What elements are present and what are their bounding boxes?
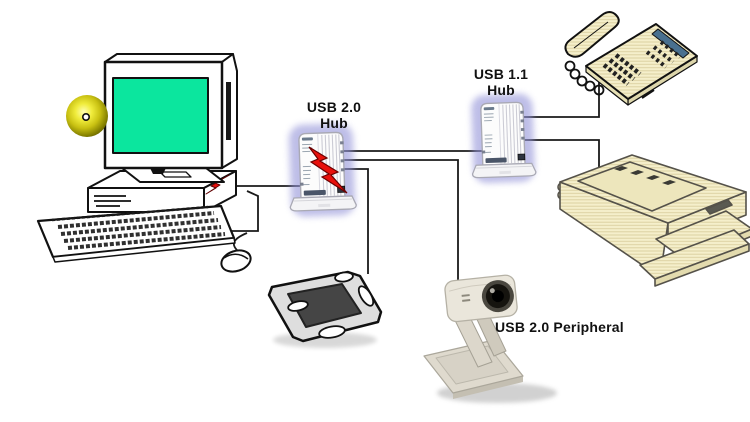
usb-1-1-hub — [470, 93, 536, 183]
printer-top-inset — [577, 161, 707, 212]
webcam — [423, 274, 557, 403]
monitor-side-vent — [226, 82, 231, 140]
webcam-vents — [461, 294, 471, 302]
phone-button-bank — [645, 40, 682, 69]
crt-monitor — [103, 53, 238, 170]
phone-cord — [564, 60, 605, 96]
usb20-hub-label-line2: Hub — [320, 115, 348, 131]
touchpad-buttons — [287, 271, 375, 339]
cable-usb20-hub-to-webcam — [343, 159, 459, 280]
keyboard — [36, 204, 236, 263]
case-vent-lines — [94, 195, 131, 207]
high-speed-bolt-icon — [308, 146, 348, 194]
usb11-hub-label: USB 1.1 Hub — [451, 66, 551, 98]
printer-control-panel — [705, 199, 733, 215]
usb-2-0-hub — [287, 123, 356, 217]
printer — [557, 154, 750, 287]
webcam-head — [444, 274, 518, 323]
usb20-peripheral-label: USB 2.0 Peripheral — [495, 319, 624, 335]
keyboard-function-row — [51, 205, 209, 222]
webcam-base-edge — [453, 376, 523, 399]
webcam-lens — [491, 290, 504, 303]
telephone — [564, 11, 698, 106]
desktop-computer — [36, 53, 252, 273]
usb20-peripheral-label-text: USB 2.0 Peripheral — [495, 319, 624, 335]
touchpad-surface — [287, 283, 362, 328]
usb20-hub-label-line1: USB 2.0 — [306, 99, 362, 115]
phone-handset-line — [573, 21, 609, 49]
monitor-pedestal — [121, 167, 225, 183]
phone-display — [651, 28, 690, 59]
cable-usb11-hub-to-telephone — [524, 80, 600, 118]
yellow-ball — [66, 95, 108, 137]
printer-tray-lower-lip — [654, 243, 750, 287]
usb11-hub-label-line1: USB 1.1 — [473, 66, 529, 82]
monitor-neck — [150, 168, 166, 174]
cable-mouse — [233, 232, 248, 253]
keyboard-keys — [57, 211, 226, 250]
cables — [226, 80, 600, 280]
touchpad — [267, 270, 383, 348]
printer-tray-upper — [655, 210, 750, 259]
monitor-screen — [112, 77, 209, 154]
usb20-hub-label: USB 2.0 Hub — [284, 99, 384, 131]
phone-keypad — [602, 53, 642, 86]
cable-usb11-hub-to-printer — [524, 139, 600, 168]
usb11-hub-label-line2: Hub — [487, 82, 515, 98]
cable-keyboard — [226, 190, 259, 232]
phone-foot — [641, 89, 655, 99]
printer-top-slots — [614, 166, 676, 185]
mouse — [220, 249, 252, 273]
